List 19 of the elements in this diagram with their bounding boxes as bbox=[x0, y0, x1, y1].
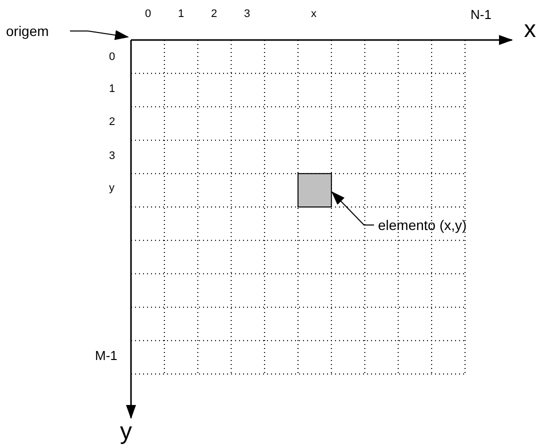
column-index: x bbox=[311, 8, 316, 20]
row-index: y bbox=[109, 182, 114, 194]
row-index: 1 bbox=[109, 82, 116, 96]
column-index: 2 bbox=[211, 8, 218, 20]
element-label: elemento (x,y) bbox=[378, 217, 467, 234]
axis-label: x bbox=[524, 17, 536, 43]
row-index: M-1 bbox=[95, 348, 118, 362]
column-index: 1 bbox=[178, 8, 184, 20]
row-index: 3 bbox=[109, 150, 116, 162]
leader-line bbox=[70, 30, 129, 40]
column-index: N-1 bbox=[470, 6, 492, 22]
leader-line bbox=[331, 191, 374, 226]
column-index: 0 bbox=[145, 8, 152, 20]
column-index: 3 bbox=[244, 8, 250, 20]
axis-label: y bbox=[120, 419, 132, 445]
origin-label: origem bbox=[6, 23, 49, 40]
row-index: 0 bbox=[109, 50, 116, 64]
highlighted-cell bbox=[298, 173, 332, 208]
row-index: 2 bbox=[109, 116, 116, 128]
